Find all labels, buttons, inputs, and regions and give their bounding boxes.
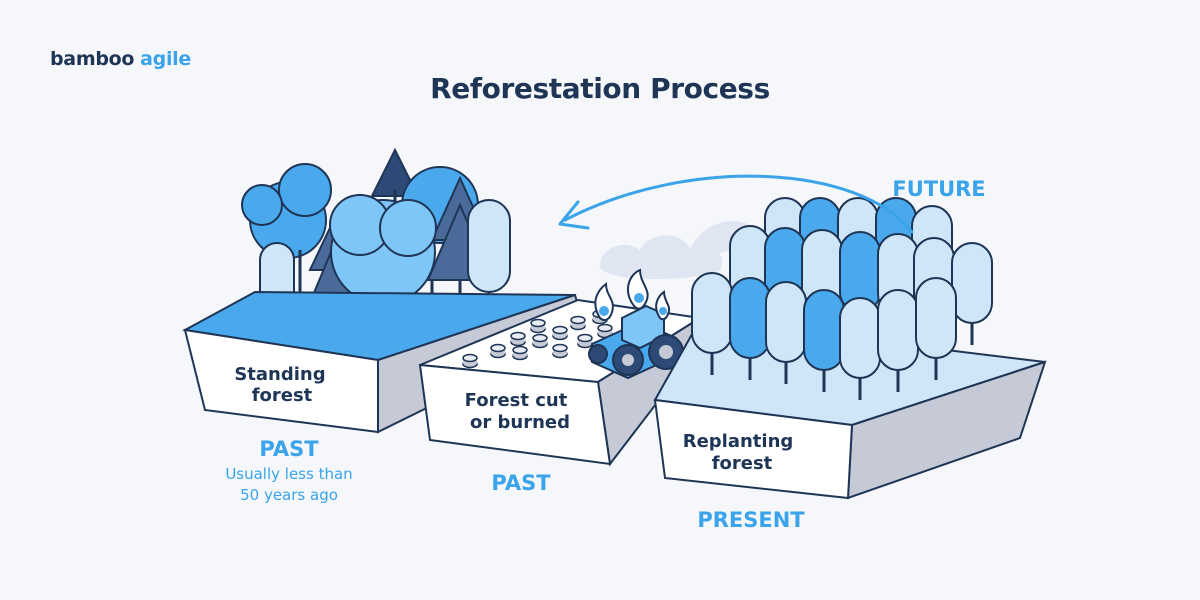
tractor-icon: [588, 304, 684, 380]
future-arrow: FUTURE: [558, 174, 986, 234]
era-note-line-1: Usually less than: [225, 465, 352, 483]
stage-replanting-forest: Replanting forest PRESENT: [653, 196, 1047, 532]
stage-standing-forest-label-1: Standing: [234, 364, 325, 385]
stage-standing-forest: Standing forest PAST Usually less than 5…: [181, 147, 587, 504]
brand-name-bamboo: bamboo: [50, 48, 135, 70]
fire-icon: [594, 268, 671, 321]
standing-forest-trees: [241, 147, 511, 345]
era-label-present: PRESENT: [697, 508, 805, 532]
era-label-past-1: PAST: [259, 437, 319, 461]
stage-replanting-label-2: forest: [712, 453, 773, 474]
era-note-line-2: 50 years ago: [240, 486, 338, 504]
era-label-past-2: PAST: [491, 471, 551, 495]
replanting-forest-front: [653, 398, 854, 500]
stage-forest-cut: Forest cut or burned PAST: [418, 220, 755, 495]
page-title: Reforestation Process: [430, 72, 770, 105]
stage-forest-cut-label-2: or burned: [470, 412, 570, 433]
standing-forest-front: [183, 328, 379, 434]
stage-standing-forest-label-2: forest: [252, 385, 313, 406]
future-label: FUTURE: [892, 177, 985, 201]
brand-name-agile: agile: [140, 48, 191, 70]
stage-replanting-label-1: Replanting: [683, 431, 794, 452]
arrow-head-icon: [558, 200, 590, 230]
cut-forest-front: [418, 363, 612, 466]
stage-forest-cut-label-1: Forest cut: [465, 390, 568, 411]
